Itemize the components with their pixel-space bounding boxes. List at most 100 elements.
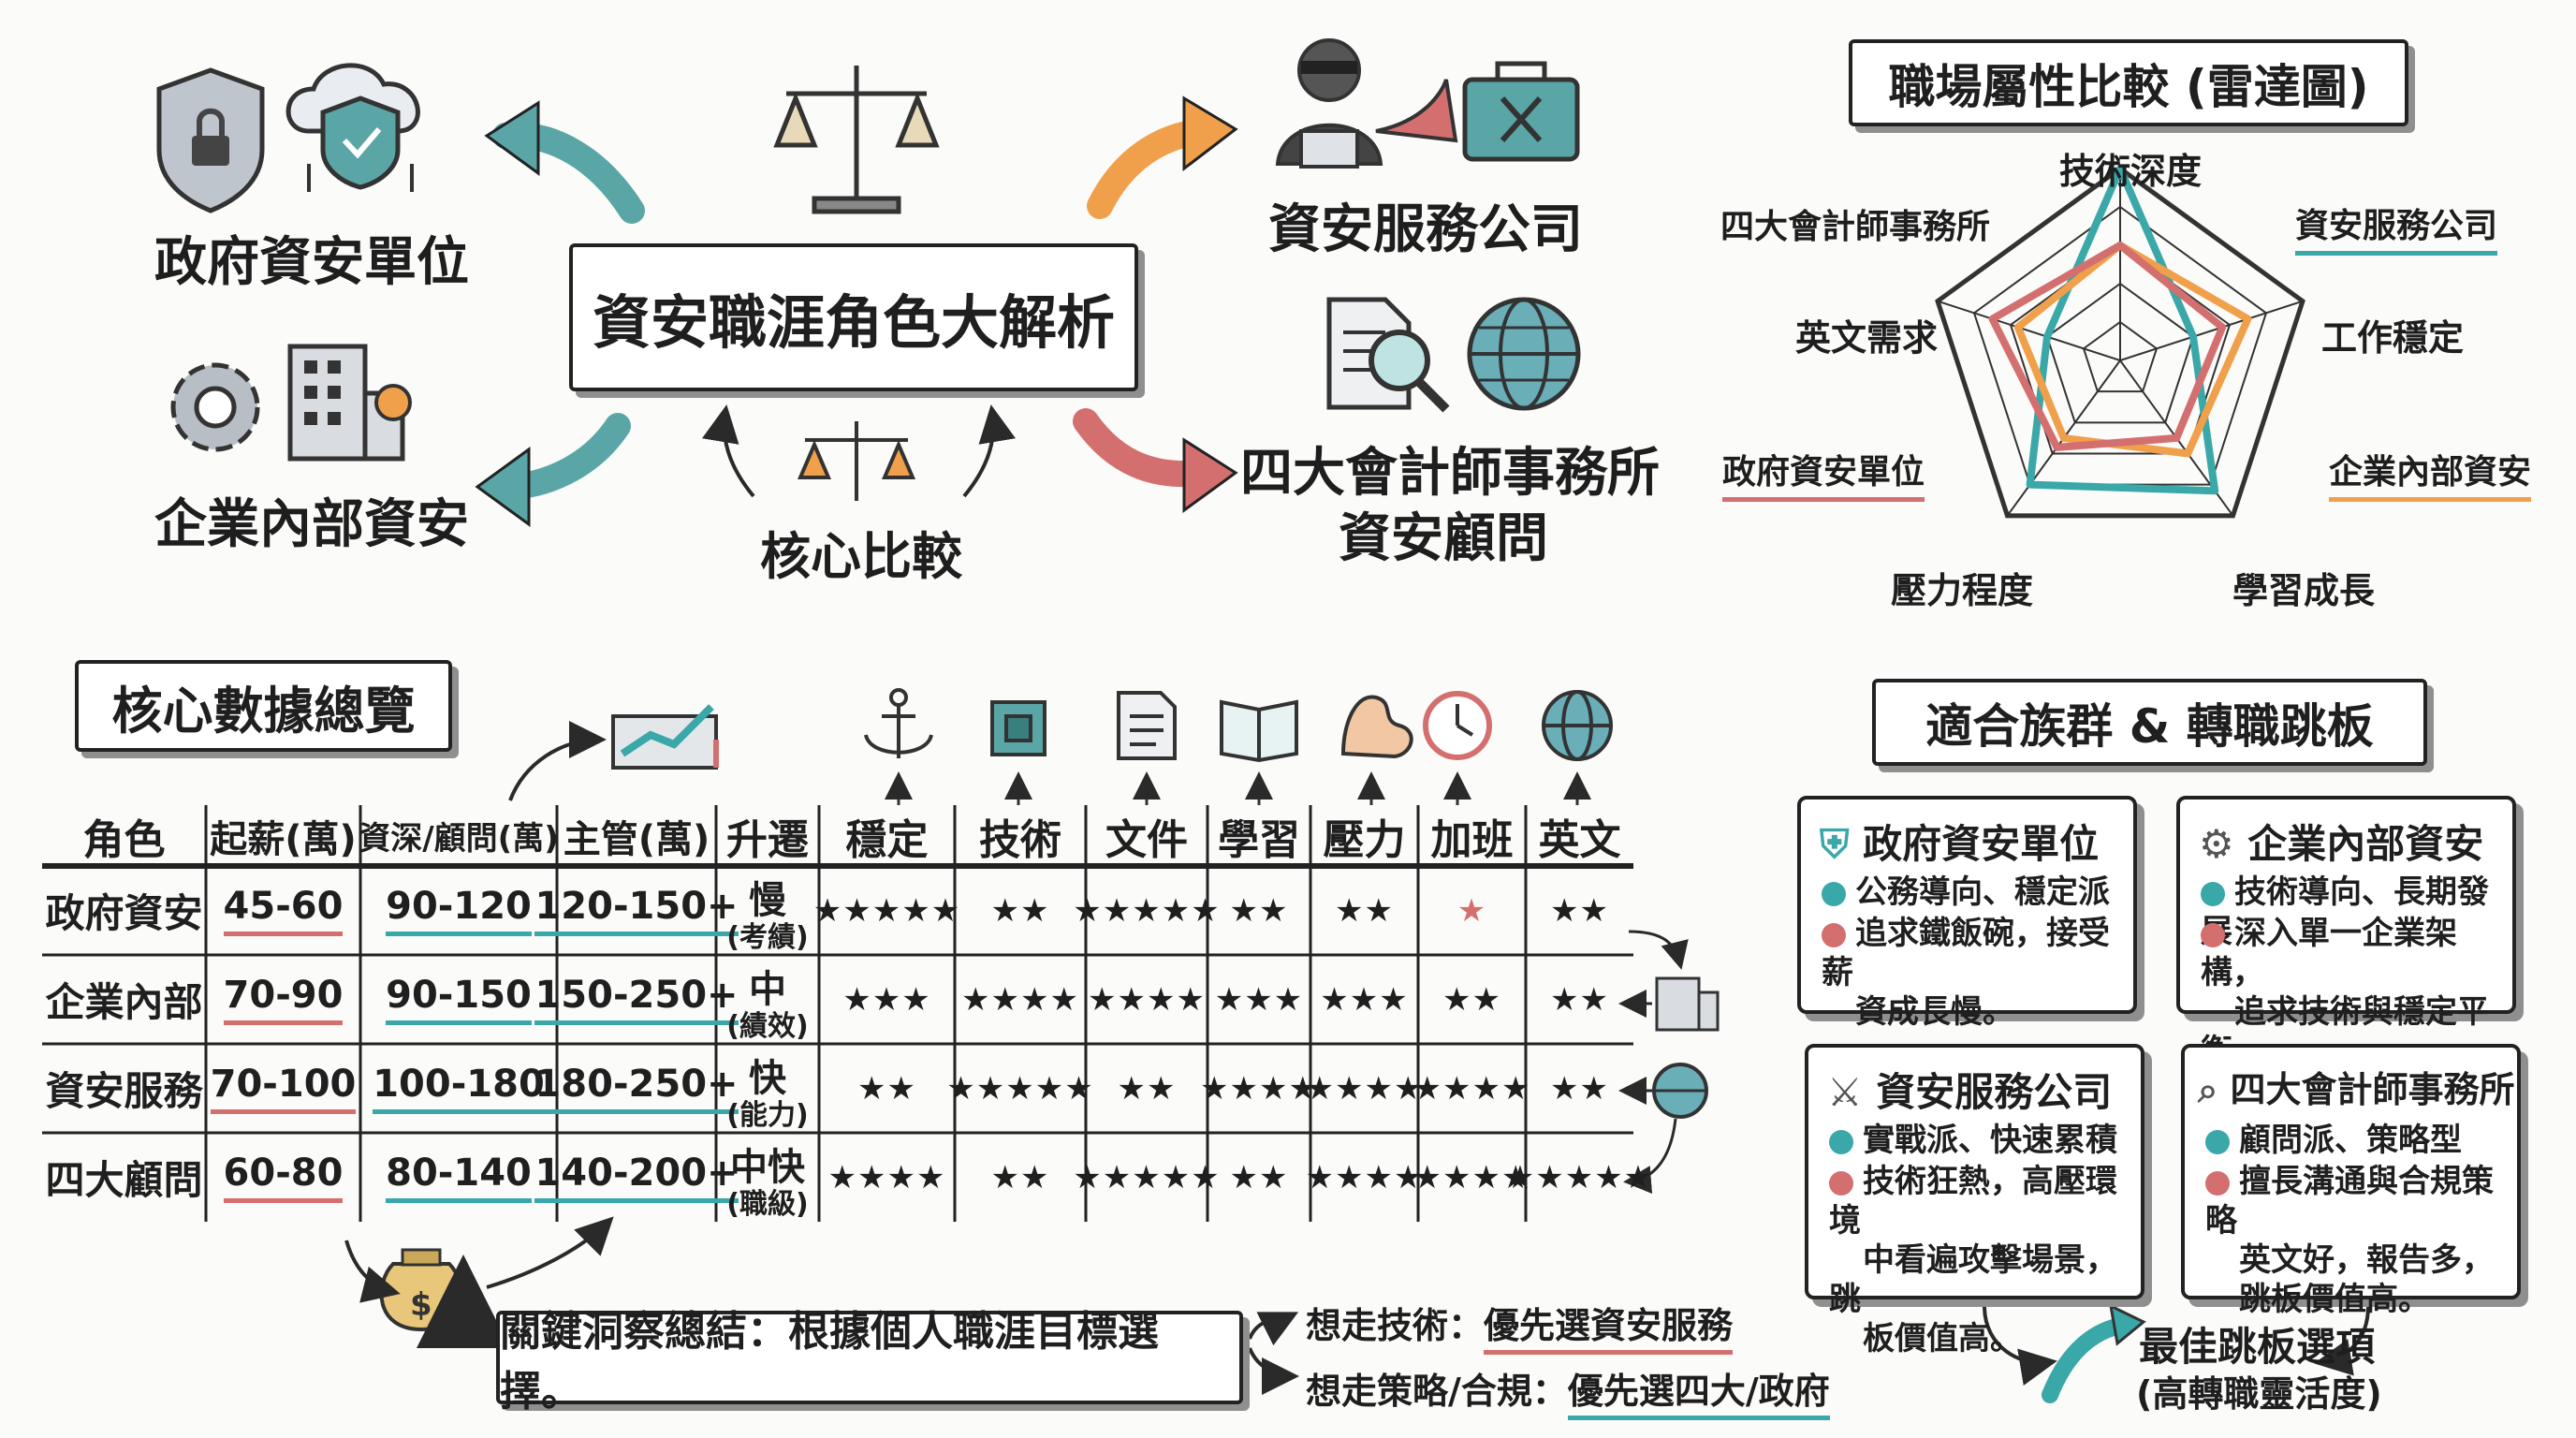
row-stars-pressure: ★★★★ (1305, 1158, 1424, 1196)
row-manager-salary: 150-250+ (534, 955, 739, 1044)
col-header-promo: 升遷 (726, 815, 809, 864)
fit-title: 適合族群 & 轉職跳板 (1925, 698, 2374, 754)
arrow-to-big4 (1073, 408, 1238, 513)
radar-chart (1935, 165, 2305, 519)
springboard-arrow-icon (2042, 1303, 2146, 1403)
table-title-box: 核心數據總覽 (75, 660, 452, 752)
row-senior-salary: 80-140 (360, 1133, 557, 1222)
row-stars-stable: ★★★★★ (812, 891, 961, 930)
row-role: 政府資安 (45, 890, 203, 936)
row-stars-doc: ★★★★★ (1073, 1158, 1221, 1196)
row-stars-tech: ★★ (990, 1158, 1050, 1196)
core-compare-label: 核心比較 (760, 527, 962, 586)
row-stars-english: ★★ (1550, 891, 1609, 930)
role-service-label: 資安服務公司 (1268, 199, 1583, 260)
gear-icon (170, 362, 260, 452)
small-scale-icon (797, 421, 916, 501)
role-gov-label: 政府資安單位 (154, 232, 469, 293)
row-promotion: 慢(考績) (726, 878, 809, 954)
row-start-salary: 70-90 (206, 955, 360, 1044)
fit-card-good: 技術導向、長期發展 (2201, 873, 2512, 951)
gear-icon: ⚙ (2199, 821, 2234, 867)
row-promotion: 快(能力) (726, 1056, 809, 1132)
insight-summary-box: 關鍵洞察總結：根據個人職涯目標選擇。 (496, 1308, 1243, 1416)
row-stars-english: ★★ (1550, 1069, 1609, 1108)
row-stars-stable: ★★ (857, 1069, 916, 1108)
fit-card-good: 公務導向、穩定派 (1822, 873, 2110, 912)
fit-title-box: 適合族群 & 轉職跳板 (1872, 679, 2427, 766)
row-stars-learn: ★★★★ (1200, 1069, 1318, 1108)
row-stars-doc: ★★★★ (1088, 980, 1206, 1019)
row-stars-learn: ★★ (1229, 891, 1289, 930)
radar-axis-learning: 學習成長 (2232, 570, 2376, 611)
radar-axis-tech: 技術深度 (2059, 151, 2203, 192)
row-stars-pressure: ★★★★ (1305, 1069, 1424, 1108)
dot-icon (2201, 922, 2225, 947)
row-role: 企業內部 (45, 979, 203, 1025)
check-icon (1829, 1129, 1853, 1154)
radar-axis-line (2119, 300, 2304, 361)
row-stars-overtime: ★★★★ (1412, 1158, 1531, 1196)
document-icon (1117, 691, 1177, 760)
col-header-stable: 穩定 (845, 815, 929, 864)
check-icon (2205, 1129, 2230, 1154)
row-stars-doc: ★★ (1117, 1069, 1177, 1108)
row-stars-overtime: ★★ (1442, 980, 1501, 1019)
row-stars-english: ★★★★★ (1505, 1158, 1654, 1196)
arrow-to-corp (475, 413, 631, 527)
radar-grid-ring (2009, 243, 2232, 455)
radar-series-1 (2013, 242, 2252, 458)
row-manager-salary: 180-250+ (534, 1044, 739, 1133)
magnifier-icon: ⌕ (2198, 1069, 2218, 1110)
globe-icon (1542, 690, 1613, 761)
fit-card-title: ⚔ 資安服務公司 (1827, 1069, 2113, 1115)
fit-card-title: ⌕ 四大會計師事務所 (2198, 1069, 2515, 1110)
fit-card-gov: ⛨ 政府資安單位 公務導向、穩定派 追求鐵飯碗，接受薪資成長慢。 (1797, 796, 2137, 1031)
row-stars-tech: ★★★★★ (946, 1069, 1094, 1108)
fit-card-bad: 追求鐵飯碗，接受薪資成長慢。 (1822, 915, 2110, 1031)
row-stars-english: ★★ (1550, 980, 1609, 1019)
radar-series-0 (2026, 165, 2219, 495)
row-role: 資安服務 (45, 1068, 203, 1114)
office-building-icon (287, 344, 412, 462)
col-header-pressure: 壓力 (1323, 815, 1406, 864)
best-springboard-title: 最佳跳板選項 (2139, 1324, 2376, 1370)
row-stars-pressure: ★★★ (1320, 980, 1409, 1019)
radar-legend-corp: 企業內部資安 (2329, 445, 2532, 502)
col-header-role: 角色 (82, 815, 166, 864)
col-header-learn: 學習 (1218, 815, 1300, 864)
radar-axis-line (1937, 300, 2121, 361)
insight-tech-line: 想走技術：優先選資安服務 (1306, 1297, 1734, 1355)
fit-card-title: ⚙ 企業內部資安 (2199, 821, 2484, 867)
col-header-english: 英文 (1538, 815, 1621, 864)
row-start-salary: 60-80 (206, 1133, 360, 1222)
radar-series-2 (1988, 242, 2227, 451)
row-senior-salary: 90-150 (360, 955, 557, 1044)
shield-icon: ⛨ (1820, 821, 1850, 867)
best-springboard-subtitle: (高轉職靈活度) (2136, 1373, 2382, 1415)
row-stars-overtime: ★★★★ (1412, 1069, 1531, 1108)
radar-grid-ring (2045, 282, 2195, 424)
arrow-to-service (1087, 95, 1238, 219)
fit-card-good: 實戰派、快速累積 (1829, 1121, 2117, 1160)
col-header-manager: 主管(萬) (563, 817, 710, 861)
fit-card-big4: ⌕ 四大會計師事務所 顧問派、策略型 擅長溝通與合規策略英文好，報告多，跳板價值… (2181, 1044, 2521, 1318)
cloud-shield-icon (285, 63, 420, 192)
row-stars-tech: ★★ (990, 891, 1050, 930)
role-big4-label-line1: 四大會計師事務所 (1240, 443, 1660, 504)
radar-grid-ring (2082, 320, 2159, 393)
radar-title: 職場屬性比較 (雷達圖) (1888, 59, 2369, 114)
col-header-tech: 技術 (979, 815, 1061, 864)
insight-summary: 關鍵洞察總結：根據個人職涯目標選擇。 (500, 1308, 1159, 1416)
row-stars-overtime: ★ (1456, 891, 1487, 930)
row-start-salary: 70-100 (206, 1044, 360, 1133)
radar-axis-stable: 工作穩定 (2321, 317, 2465, 359)
row-role: 四大顧問 (45, 1157, 203, 1203)
role-corp-label: 企業內部資安 (154, 494, 469, 555)
fit-card-bad: 技術狂熱，高壓環境中看遍攻擊場景，跳板價值高。 (1829, 1163, 2117, 1357)
row-manager-salary: 140-200+ (534, 1133, 739, 1222)
row-stars-doc: ★★★★★ (1073, 891, 1221, 930)
hacker-laptop-icon (1275, 38, 1458, 169)
row-stars-stable: ★★★★ (827, 1158, 946, 1196)
